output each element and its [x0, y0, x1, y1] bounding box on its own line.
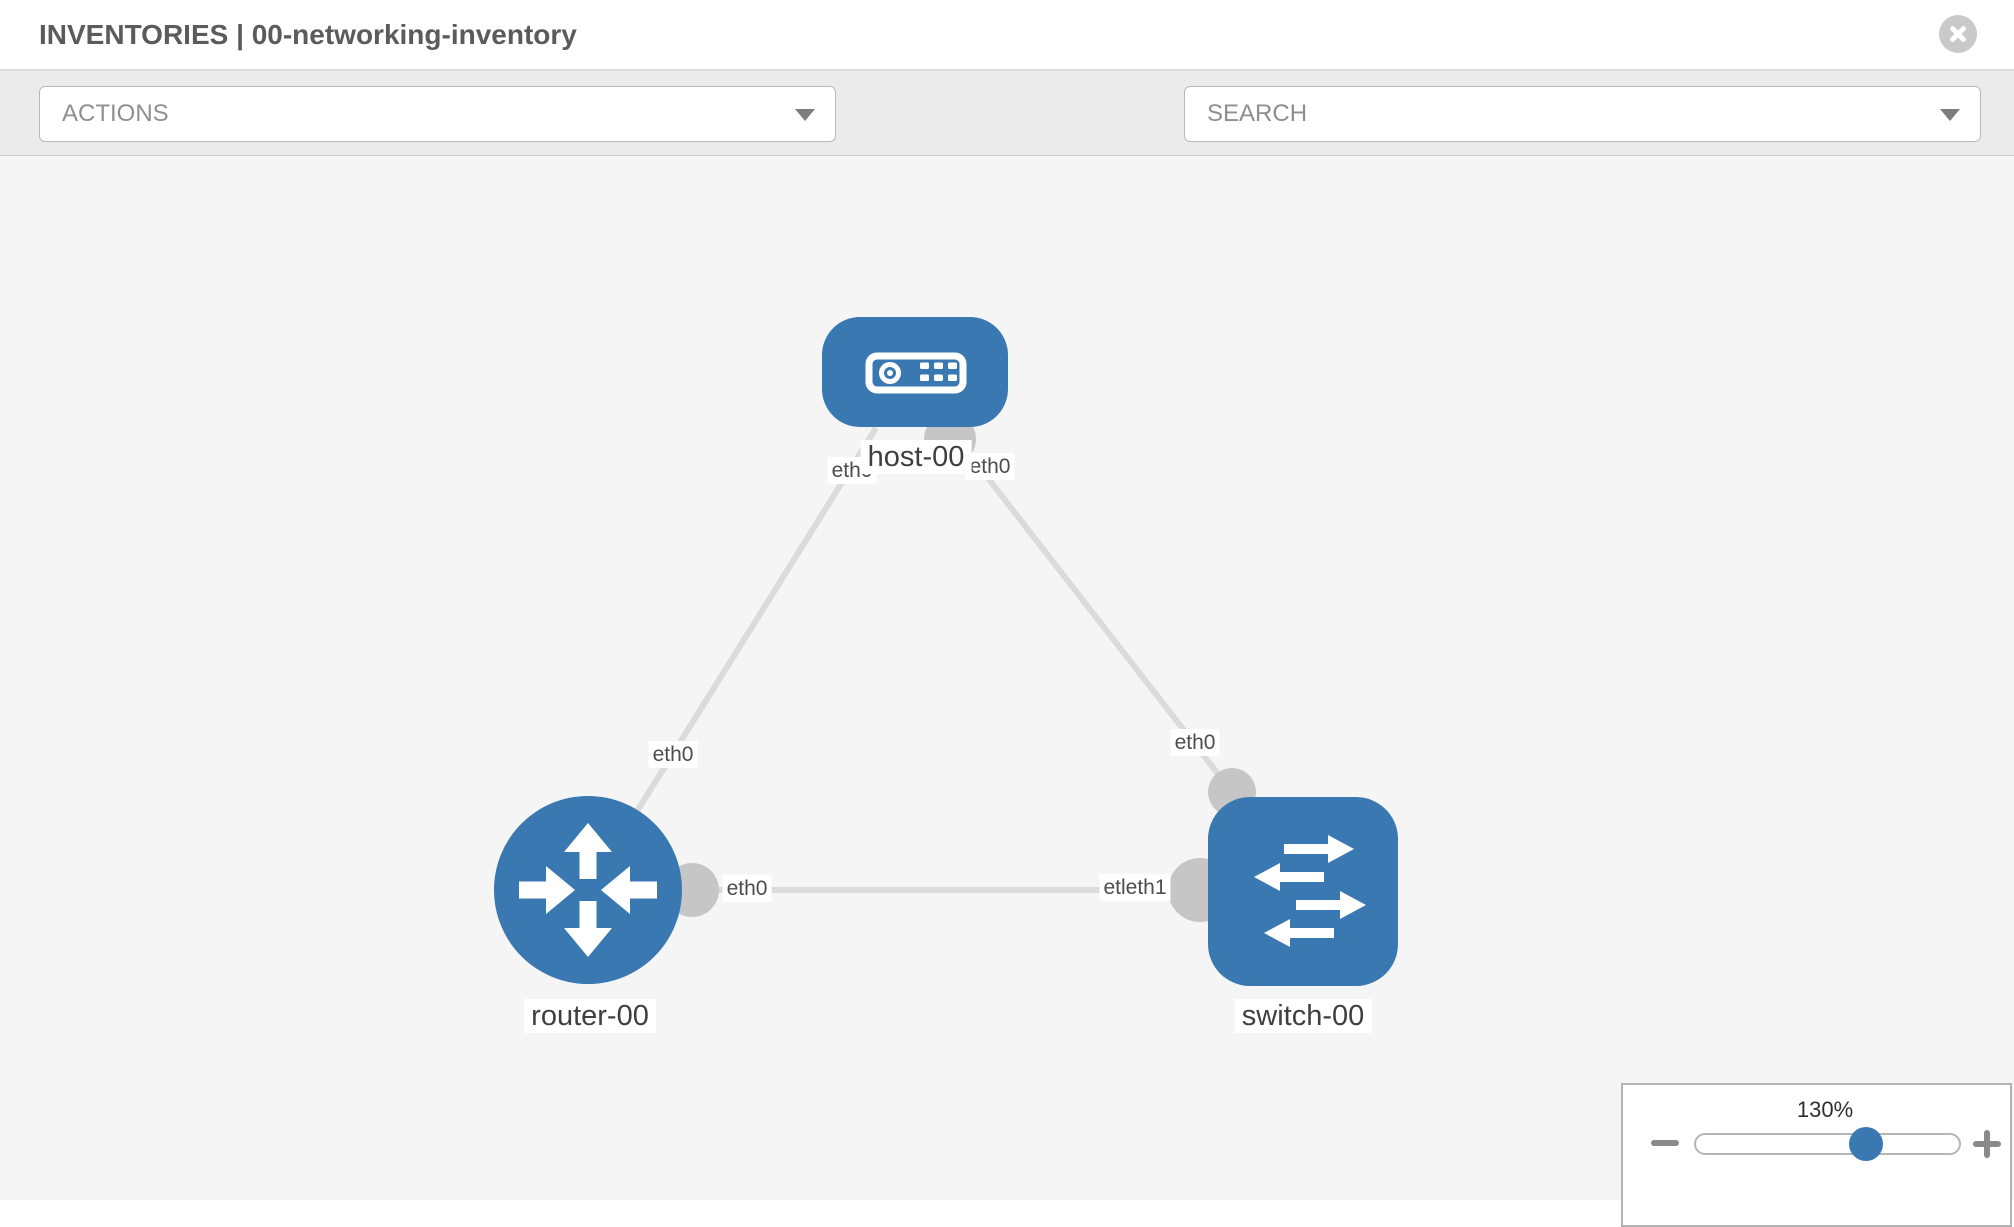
node-label-router: router-00 [524, 999, 656, 1033]
interface-label: etleth1 [1099, 874, 1171, 901]
zoom-slider-thumb[interactable] [1849, 1127, 1883, 1161]
interface-label: eth0 [648, 741, 698, 768]
topology-canvas[interactable]: eth0 eth0 eth0 eth0 eth0 etleth1 host-00… [0, 156, 2014, 1227]
zoom-out-icon[interactable] [1651, 1140, 1679, 1146]
node-host[interactable] [822, 317, 1008, 427]
page-title: INVENTORIES | 00-networking-inventory [39, 18, 577, 50]
interface-label: eth0 [1170, 729, 1220, 756]
search-dropdown[interactable]: SEARCH [1184, 86, 1981, 142]
zoom-slider-track[interactable] [1694, 1133, 1961, 1155]
close-icon[interactable] [1939, 15, 1977, 53]
router-arrows-icon [519, 823, 657, 957]
switch-arrows-icon [1254, 835, 1366, 947]
zoom-level-value: 130% [1796, 1097, 1854, 1122]
node-router[interactable] [494, 796, 682, 984]
node-switch[interactable] [1208, 797, 1398, 986]
chevron-down-icon [1940, 109, 1960, 121]
search-dropdown-label: SEARCH [1207, 100, 1308, 127]
actions-dropdown[interactable]: ACTIONS [39, 86, 836, 142]
zoom-in-icon[interactable] [1973, 1130, 2001, 1158]
topology-links [585, 426, 1235, 893]
toolbar: ACTIONS SEARCH [0, 71, 2014, 203]
host-device-icon [865, 352, 967, 394]
interface-connectors [665, 413, 1256, 922]
node-label-host: host-00 [860, 440, 972, 474]
chevron-down-icon [795, 109, 815, 121]
interface-label: eth0 [722, 875, 772, 902]
actions-dropdown-label: ACTIONS [62, 100, 169, 127]
interface-label: eth0 [965, 453, 1015, 480]
panel-header: INVENTORIES | 00-networking-inventory [0, 0, 2014, 71]
zoom-control-panel: 130% [1621, 1083, 2012, 1227]
node-label-switch: switch-00 [1234, 999, 1372, 1033]
